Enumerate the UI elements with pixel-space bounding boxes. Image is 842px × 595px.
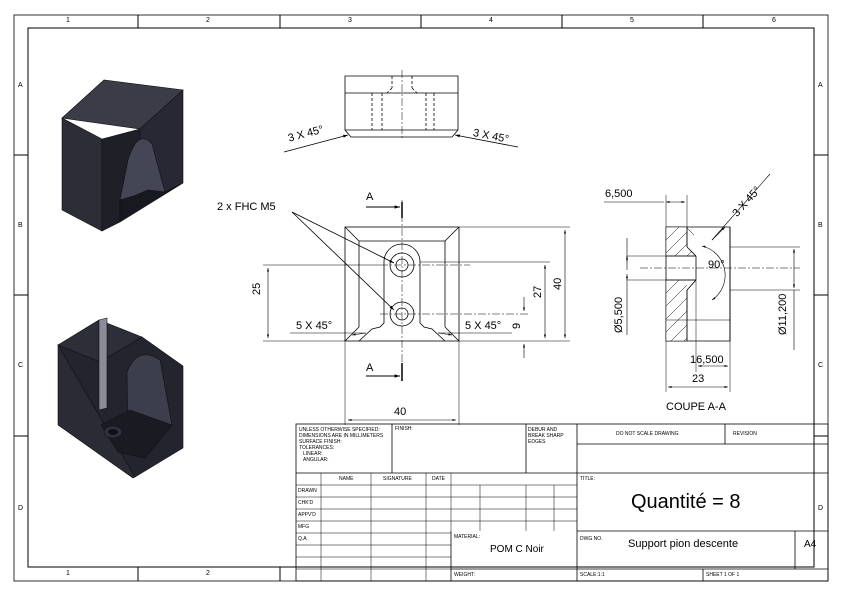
dim-40-vertical: 40: [552, 277, 564, 290]
scale-label: SCALE:1:1: [580, 572, 605, 578]
do-not-scale-label: DO NOT SCALE DRAWING: [616, 431, 679, 437]
column-label: 1: [66, 17, 70, 24]
row-mfg: MFG: [298, 524, 310, 530]
material-value: POM C Noir: [490, 544, 544, 555]
row-label: D: [18, 505, 24, 512]
drawing-title: Quantité = 8: [631, 491, 741, 513]
isometric-view-bottom: [57, 317, 184, 479]
column-label: 3: [348, 17, 352, 24]
row-label: C: [18, 362, 24, 369]
dim-40-horizontal: 40: [394, 406, 407, 418]
deburr-line: DEBUR AND: [528, 427, 558, 433]
row-label: A: [18, 82, 23, 89]
section-title: COUPE A-A: [666, 401, 726, 413]
row-qa: Q.A: [298, 536, 307, 542]
finish-label: FINISH:: [395, 426, 413, 432]
dim-23: 23: [692, 373, 705, 385]
column-date-header: DATE: [432, 476, 445, 482]
row-label-right: C: [818, 362, 824, 369]
chamfer-right-label: 5 X 45°: [465, 320, 502, 332]
isometric-view-top: [61, 79, 184, 232]
column-label-bottom: 1: [66, 570, 70, 577]
row-label: B: [18, 222, 23, 229]
chamfer-left-label: 5 X 45°: [296, 320, 333, 332]
deburr-line: BREAK SHARP: [528, 433, 564, 439]
dim-25: 25: [251, 282, 263, 295]
deburr-line: EDGES: [528, 439, 546, 445]
row-approved: APPV'D: [298, 512, 316, 518]
deburr-note: DEBUR AND BREAK SHARP EDGES: [528, 427, 564, 445]
column-label-bottom: 2: [206, 570, 210, 577]
section-mark-bottom: A: [366, 362, 374, 374]
drawing-number: Support pion descente: [628, 538, 739, 550]
dim-6-500: 6,500: [605, 188, 633, 200]
row-checked: CHK'D: [298, 500, 314, 506]
column-label: 5: [630, 17, 634, 24]
sheet-count-label: SHEET 1 OF 1: [706, 572, 740, 578]
section-view: [604, 173, 800, 392]
weight-label: WEIGHT:: [454, 572, 475, 578]
title-field-label: TITLE:: [580, 476, 596, 482]
material-field-label: MATERIAL:: [454, 534, 481, 540]
row-label-right: D: [818, 505, 824, 512]
hole-note-label: 2 x FHC M5: [217, 201, 276, 213]
note-line: UNLESS OTHERWISE SPECIFIED:: [299, 427, 380, 433]
dim-27: 27: [532, 285, 544, 298]
column-label: 4: [489, 17, 493, 24]
column-name-header: NAME: [339, 476, 354, 482]
note-line: LINEAR:: [303, 451, 323, 457]
note-line: SURFACE FINISH:: [299, 439, 342, 445]
row-drawn: DRAWN: [298, 488, 317, 494]
dia-11-200: Ø11,200: [777, 293, 789, 335]
dim-9: 9: [511, 322, 523, 329]
column-signature-header: SIGNATURE: [383, 476, 412, 482]
top-view: [283, 70, 519, 153]
dia-5-500: Ø5,500: [613, 296, 625, 333]
front-view: [263, 200, 570, 425]
note-line: DIMENSIONS ARE IN MILLIMETERS: [299, 433, 384, 439]
angle-label: 90°: [708, 259, 725, 271]
dwg-no-label: DWG NO.: [580, 536, 603, 542]
title-block: [295, 423, 829, 582]
note-line: TOLERANCES:: [299, 445, 335, 451]
tolerance-notes: UNLESS OTHERWISE SPECIFIED: DIMENSIONS A…: [299, 427, 383, 463]
column-label: 2: [206, 17, 210, 24]
sheet-size: A4: [804, 539, 817, 550]
row-label-right: A: [818, 82, 823, 89]
note-line: ANGULAR:: [303, 457, 329, 463]
dim-16-500: 16,500: [690, 354, 724, 366]
column-label: 6: [772, 17, 776, 24]
row-label-right: B: [818, 222, 823, 229]
section-mark-top: A: [366, 191, 374, 203]
revision-label: REVISION: [733, 431, 757, 437]
